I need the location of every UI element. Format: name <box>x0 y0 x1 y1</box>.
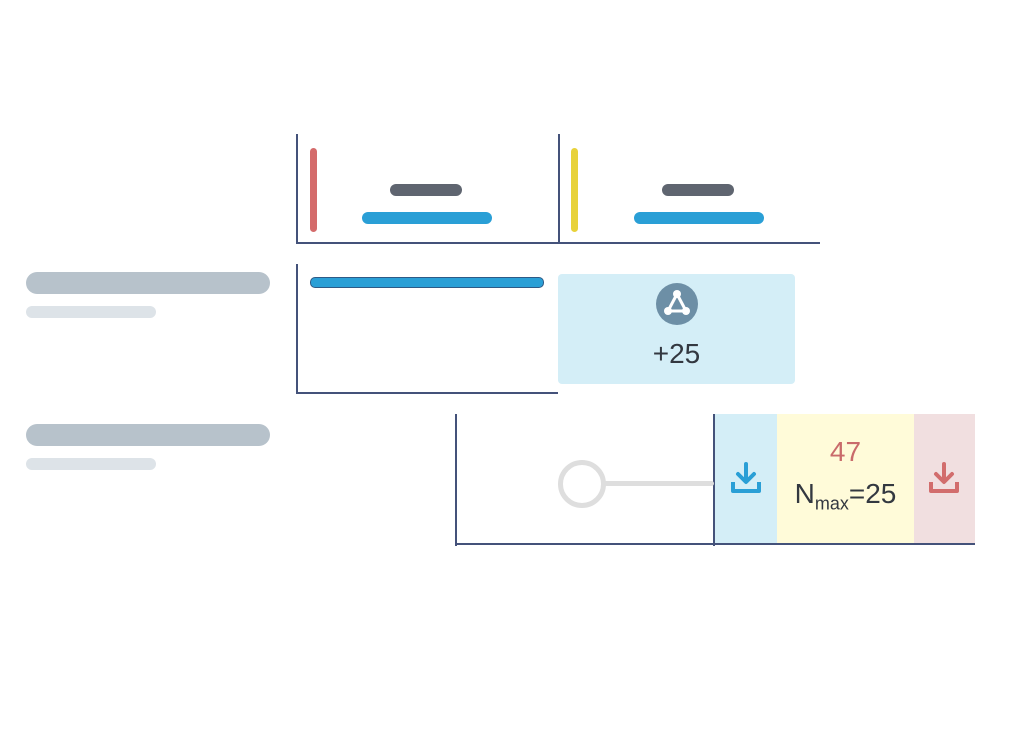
merge-card-value: +25 <box>652 338 701 369</box>
download-icon <box>929 462 959 493</box>
merge-card[interactable]: +25 <box>558 274 795 384</box>
merge-node-icon <box>656 283 698 325</box>
row-1-sublabel-bar <box>26 306 156 318</box>
header-cell-1-progress-bar <box>362 212 492 224</box>
connector-line <box>604 481 714 486</box>
header-divider <box>558 134 560 244</box>
row-2-sublabel-bar <box>26 458 156 470</box>
stack-out-panel[interactable] <box>914 414 975 543</box>
header-cell-2-title-bar <box>662 184 734 196</box>
row-2-baseline <box>455 543 975 545</box>
nmax-value: =25 <box>848 478 897 509</box>
header-cell-2-progress-bar <box>634 212 764 224</box>
nmax-subscript: max <box>814 493 849 514</box>
header-cell-1-title-bar <box>390 184 462 196</box>
stack-count-value: 47 <box>829 436 862 467</box>
stack-count-panel: 47 Nmax=25 <box>777 414 914 543</box>
row-1-label-bar <box>26 272 270 294</box>
stack-nmax-label: Nmax=25 <box>777 478 914 515</box>
header-cell-1-marker <box>310 148 317 232</box>
row-1-bar <box>310 277 544 288</box>
header-left-border <box>296 134 298 244</box>
nmax-base: N <box>794 478 815 509</box>
download-icon <box>731 462 761 493</box>
row-2-label-bar <box>26 424 270 446</box>
connector-ring[interactable] <box>558 460 606 508</box>
row-1-baseline <box>296 392 558 394</box>
header-baseline <box>296 242 820 244</box>
row-1-left-border <box>296 264 298 394</box>
stack-left-border <box>713 414 715 546</box>
header-cell-2-marker <box>571 148 578 232</box>
stack-in-panel[interactable] <box>715 414 777 543</box>
row-2-left-border <box>455 414 457 546</box>
